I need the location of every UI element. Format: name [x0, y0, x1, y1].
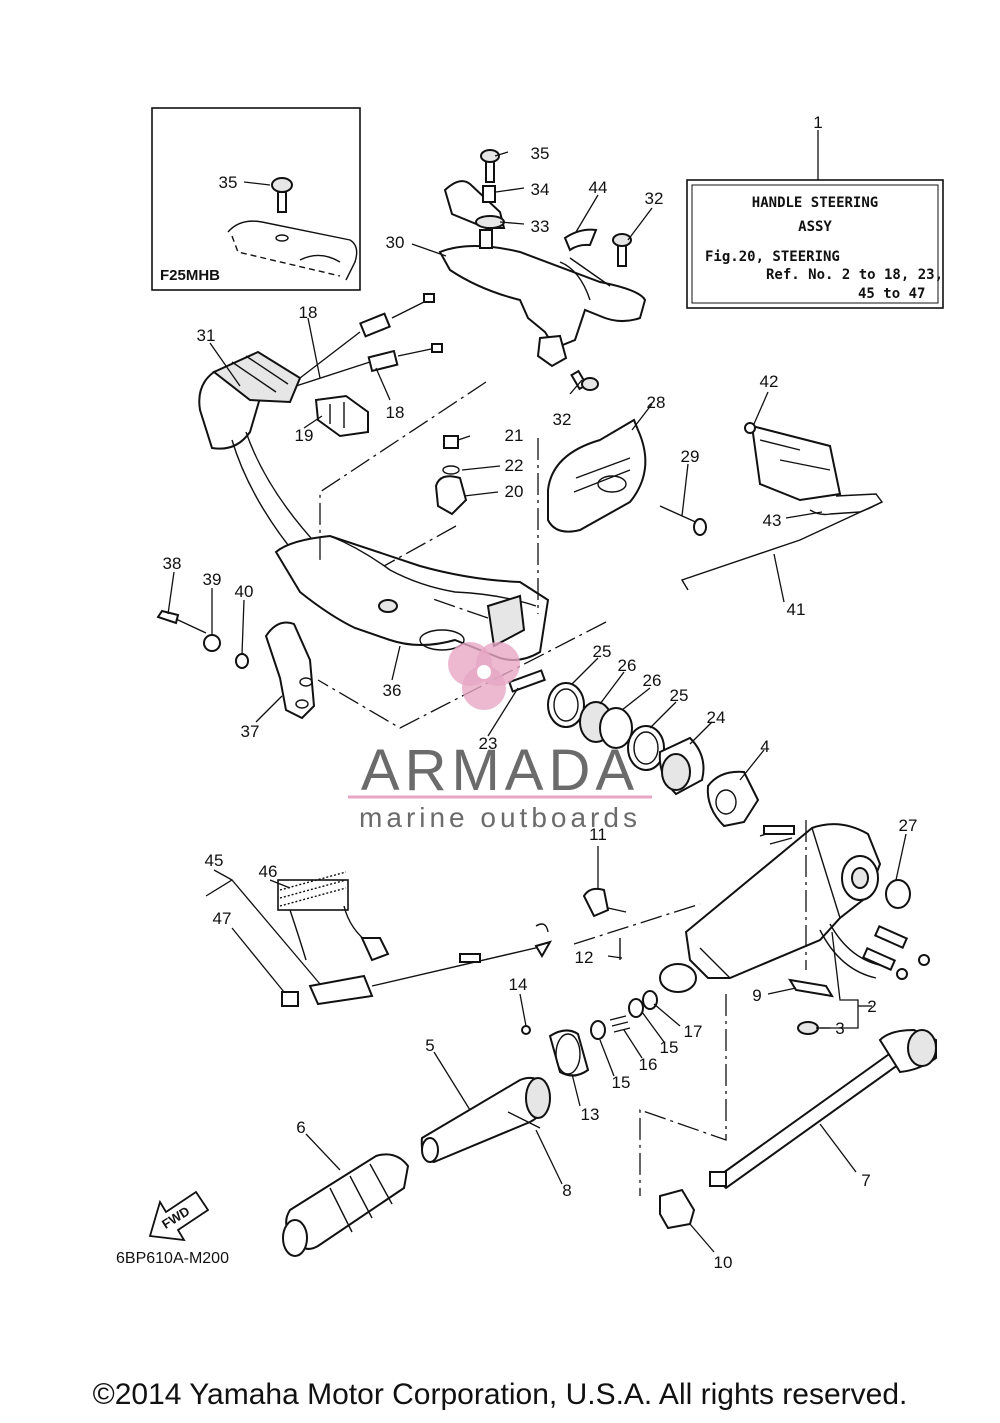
note-line-2: ASSY: [798, 219, 832, 235]
callout-45: 45: [205, 851, 224, 870]
callout-22: 22: [505, 456, 524, 475]
callout-47: 47: [213, 909, 232, 928]
callout-44: 44: [589, 178, 608, 197]
callout-15b: 15: [660, 1038, 679, 1057]
inset-f25mhb: F25MHB: [151, 107, 361, 291]
callout-18a: 18: [299, 303, 318, 322]
inset-label: F25MHB: [160, 267, 220, 284]
callout-35a: 35: [531, 144, 550, 163]
callout-13: 13: [581, 1105, 600, 1124]
callout-18b: 18: [386, 403, 405, 422]
callout-20: 20: [505, 482, 524, 501]
callout-32b: 32: [553, 410, 572, 429]
shaft-seal-group: [508, 669, 760, 828]
callout-4: 4: [760, 737, 769, 756]
clamp-group: [434, 418, 707, 536]
callout-21: 21: [505, 426, 524, 445]
callout-40: 40: [235, 582, 254, 601]
note-line-5: 45 to 47: [858, 286, 925, 302]
callout-15a: 15: [612, 1073, 631, 1092]
callout-31: 31: [197, 326, 216, 345]
callout-29: 29: [681, 447, 700, 466]
watermark-brand: ARMADA: [361, 738, 639, 803]
callout-14: 14: [509, 975, 528, 994]
callout-36: 36: [383, 681, 402, 700]
callout-2: 2: [867, 997, 876, 1016]
callout-27: 27: [899, 816, 918, 835]
callout-9: 9: [752, 986, 761, 1005]
callout-32a: 32: [645, 189, 664, 208]
callout-25b: 25: [670, 686, 689, 705]
watermark-tagline: marine outboards: [359, 802, 641, 833]
callout-7: 7: [861, 1171, 870, 1190]
handle-bracket-group: [156, 534, 550, 720]
callout-10: 10: [714, 1253, 733, 1272]
callout-1: 1: [813, 113, 822, 132]
callout-35b: 35: [219, 173, 238, 192]
switch-rod-group: [680, 422, 884, 591]
throttle-shaft-group: [659, 1028, 937, 1230]
callout-43: 43: [763, 511, 782, 530]
callout-39: 39: [203, 570, 222, 589]
callout-5: 5: [425, 1036, 434, 1055]
callout-23: 23: [479, 734, 498, 753]
callout-26a: 26: [618, 656, 637, 675]
throttle-grip-group: [282, 990, 658, 1257]
callout-37: 37: [241, 722, 260, 741]
callout-17: 17: [684, 1022, 703, 1041]
callout-28: 28: [647, 393, 666, 412]
callout-12: 12: [575, 948, 594, 967]
callout-3: 3: [835, 1019, 844, 1038]
note-line-1: HANDLE STEERING: [752, 195, 878, 211]
callout-26b: 26: [643, 671, 662, 690]
cable-grommet-group: [198, 293, 443, 561]
callout-41: 41: [787, 600, 806, 619]
callout-11: 11: [589, 825, 607, 844]
copyright-notice: ©2014 Yamaha Motor Corporation, U.S.A. A…: [92, 1378, 908, 1411]
steering-handle-group: [659, 823, 930, 1035]
callout-24: 24: [707, 708, 726, 727]
callout-16: 16: [639, 1055, 658, 1074]
callout-19: 19: [295, 426, 314, 445]
callout-33: 33: [531, 217, 550, 236]
callout-34: 34: [531, 180, 550, 199]
callout-25a: 25: [593, 642, 612, 661]
callout-38: 38: [163, 554, 182, 573]
callout-8: 8: [562, 1181, 571, 1200]
note-line-3: Fig.20, STEERING: [705, 249, 840, 265]
watermark: ARMADA marine outboards: [348, 642, 652, 833]
callout-leaders: [167, 151, 907, 1253]
fwd-arrow-icon: FWD: [148, 1190, 210, 1242]
callout-46: 46: [259, 862, 278, 881]
diagram-code: 6BP610A-M200: [116, 1250, 229, 1267]
callout-6: 6: [296, 1118, 305, 1137]
note-box: HANDLE STEERING ASSY Fig.20, STEERING Re…: [686, 130, 944, 309]
callout-30: 30: [386, 233, 405, 252]
assembly-lines: [317, 381, 807, 1196]
kill-switch-group: [277, 871, 627, 1007]
note-line-4: Ref. No. 2 to 18, 23,: [766, 267, 943, 283]
handle-cover-group: [438, 149, 647, 391]
callout-42: 42: [760, 372, 779, 391]
callouts: 1 2 3 4 5 6 7 8 9 10 11 12 13 14 15 15 1…: [163, 113, 918, 1272]
